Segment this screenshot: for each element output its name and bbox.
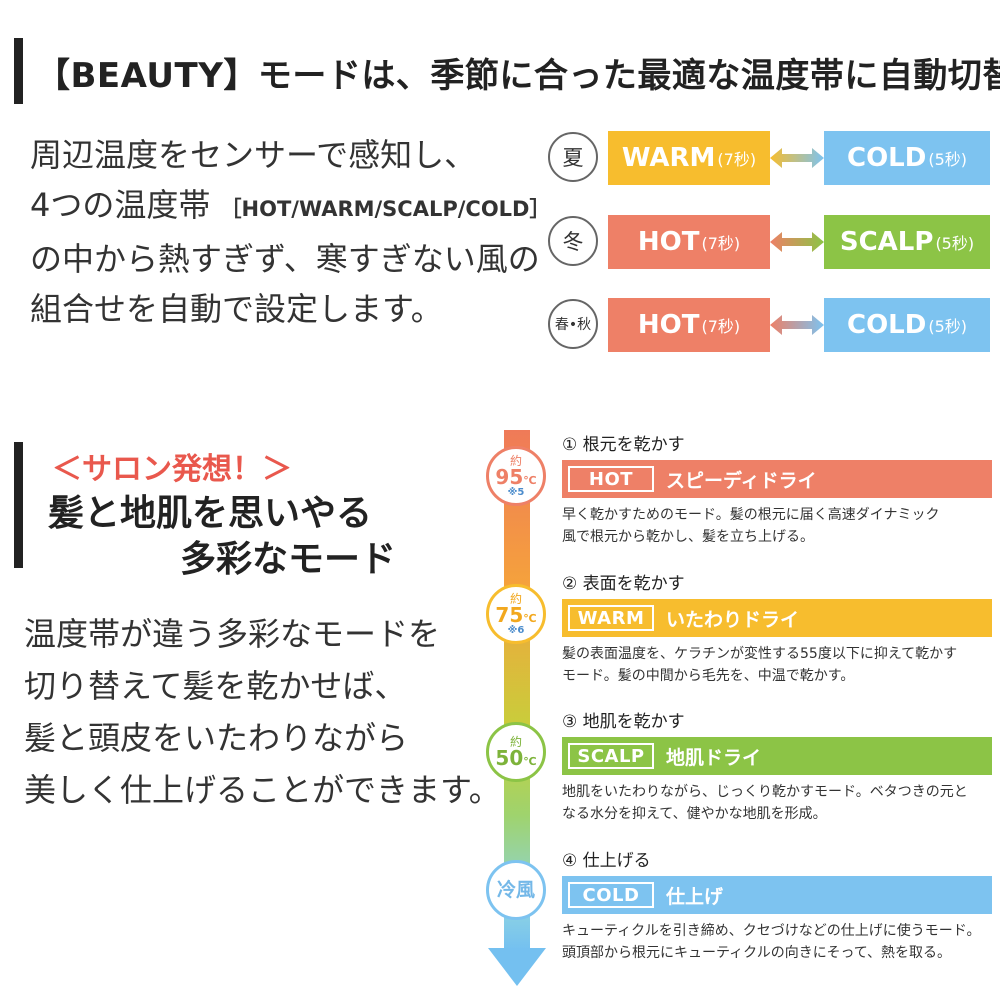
double-arrow-icon	[770, 148, 824, 168]
description-line: 早く乾かすためのモード。髪の根元に届く高速ダイナミック	[562, 507, 940, 523]
double-arrow-icon	[770, 315, 824, 335]
season-row-winter: 冬 HOT(7秒) SCALP(5秒)	[548, 215, 998, 269]
double-arrow-icon	[770, 232, 824, 252]
mode-description: キューティクルを引き締め、クセづけなどの仕上げに使うモード。 頭頂部から根元にキ…	[562, 920, 992, 964]
mode-duration: (7秒)	[701, 234, 741, 253]
approx-label: 約	[509, 453, 522, 468]
temperature-badge-95: 約 95℃ ※5	[486, 446, 546, 506]
mode-name: COLD	[846, 143, 927, 173]
mode-step: ① 根元を乾かす	[562, 435, 685, 455]
temperature-unit: ℃	[523, 473, 537, 487]
temperature-number: 75	[495, 602, 524, 627]
salon-tagline: ＜サロン発想！＞	[52, 452, 292, 487]
mode-cold: ④ 仕上げる COLD 仕上げ キューティクルを引き締め、クセづけなどの仕上げに…	[562, 846, 992, 964]
mode-description: 地肌をいたわりながら、じっくり乾かすモード。ベタつきの元と なる水分を抑えて、健…	[562, 781, 992, 825]
mode-tag: WARM	[568, 605, 654, 631]
mode-name: WARM	[621, 143, 716, 173]
description-line: キューティクルを引き締め、クセづけなどの仕上げに使うモード。	[562, 923, 981, 939]
footnote-mark: ※5	[507, 486, 525, 498]
temperature-value: 75℃	[495, 605, 536, 625]
season-mode-second: COLD(5秒)	[824, 298, 990, 352]
mode-band: COLD 仕上げ	[562, 876, 992, 914]
temperature-value: 95℃	[495, 467, 536, 487]
section-description: 温度帯が違う多彩なモードを 切り替えて髪を乾かせば、 髪と頭皮をいたわりながら …	[24, 608, 501, 816]
temperature-unit: ℃	[523, 755, 537, 768]
mode-warm: ② 表面を乾かす WARM いたわりドライ 髪の表面温度を、ケラチンが変性する5…	[562, 569, 992, 687]
mode-description: 早く乾かすためのモード。髪の根元に届く高速ダイナミック 風で根元から乾かし、髪を…	[562, 504, 992, 548]
mode-name: スピーディドライ	[666, 469, 817, 492]
mode-name: いたわりドライ	[666, 608, 800, 631]
season-mode-first: HOT(7秒)	[608, 298, 770, 352]
season-label: 春•秋	[548, 299, 598, 349]
intro-line: の中から熱すぎず、寒すぎない風の	[30, 240, 540, 278]
description-line: 髪の表面温度を、ケラチンが変性する55度以下に抑えて乾かす	[562, 646, 958, 662]
footnote-mark: ※6	[507, 624, 525, 636]
temperature-value: 50℃	[495, 748, 536, 768]
intro-line-main: 4つの温度帯	[30, 186, 211, 224]
mode-description: 髪の表面温度を、ケラチンが変性する55度以下に抑えて乾かす モード。髪の中間から…	[562, 643, 992, 687]
section-title-line2: 多彩なモード	[180, 539, 397, 580]
description-line: 美しく仕上げることができます。	[24, 771, 501, 809]
mode-band: HOT スピーディドライ	[562, 460, 992, 498]
season-row-summer: 夏 WARM(7秒) COLD(5秒)	[548, 131, 998, 185]
mode-tag: COLD	[568, 882, 654, 908]
temperature-number: 95	[495, 464, 524, 489]
mode-name: COLD	[846, 310, 927, 340]
mode-step: ③ 地肌を乾かす	[562, 712, 685, 732]
mode-scalp: ③ 地肌を乾かす SCALP 地肌ドライ 地肌をいたわりながら、じっくり乾かすモ…	[562, 707, 992, 825]
mode-duration: (5秒)	[928, 317, 967, 336]
temperature-bands-label: ［HOT/WARM/SCALP/COLD］	[220, 197, 551, 221]
description-line: 温度帯が違う多彩なモードを	[24, 615, 441, 653]
mode-band: SCALP 地肌ドライ	[562, 737, 992, 775]
mode-duration: (7秒)	[717, 150, 757, 169]
description-line: 風で根元から乾かし、髪を立ち上げる。	[562, 529, 814, 545]
season-mode-second: COLD(5秒)	[824, 131, 990, 185]
intro-line: 組合せを自動で設定します。	[30, 290, 443, 328]
intro-text: 周辺温度をセンサーで感知し、 4つの温度帯 ［HOT/WARM/SCALP/CO…	[30, 130, 551, 334]
mode-step: ④ 仕上げる	[562, 851, 651, 871]
season-mode-second: SCALP(5秒)	[824, 215, 990, 269]
season-label: 夏	[548, 132, 598, 182]
approx-label: 約	[509, 735, 522, 749]
intro-line: 4つの温度帯 ［HOT/WARM/SCALP/COLD］	[30, 180, 551, 234]
header-accent-bar	[14, 38, 23, 104]
section-title-line1: 髪と地肌を思いやる	[48, 493, 373, 534]
description-line: モード。髪の中間から毛先を、中温で乾かす。	[562, 668, 855, 684]
season-label: 冬	[548, 216, 598, 266]
section-accent-bar	[14, 442, 23, 568]
mode-name: HOT	[637, 227, 700, 257]
temperature-badge-50: 約 50℃	[486, 722, 546, 782]
mode-tag: HOT	[568, 466, 654, 492]
mode-band: WARM いたわりドライ	[562, 599, 992, 637]
down-arrow-icon	[488, 948, 546, 986]
mode-duration: (7秒)	[701, 317, 741, 336]
temperature-badge-cold: 冷風	[486, 860, 546, 920]
mode-duration: (5秒)	[928, 150, 967, 169]
intro-line: 周辺温度をセンサーで感知し、	[30, 136, 477, 174]
temperature-unit: ℃	[523, 611, 537, 625]
mode-name: HOT	[637, 310, 700, 340]
description-line: 切り替えて髪を乾かせば、	[24, 667, 407, 705]
mode-name: SCALP	[839, 227, 934, 257]
description-line: 地肌をいたわりながら、じっくり乾かすモード。ベタつきの元と	[562, 784, 968, 800]
season-mode-first: HOT(7秒)	[608, 215, 770, 269]
approx-label: 約	[509, 591, 522, 606]
description-line: 髪と頭皮をいたわりながら	[24, 719, 409, 757]
description-line: なる水分を抑えて、健やかな地肌を形成。	[562, 806, 827, 822]
mode-step: ② 表面を乾かす	[562, 574, 685, 594]
mode-name: 仕上げ	[666, 885, 724, 908]
mode-duration: (5秒)	[935, 234, 975, 253]
season-mode-first: WARM(7秒)	[608, 131, 770, 185]
temperature-badge-75: 約 75℃ ※6	[486, 584, 546, 644]
page-title: 【BEAUTY】モードは、季節に合った最適な温度帯に自動切替	[36, 56, 1000, 96]
description-line: 頭頂部から根元にキューティクルの向きにそって、熱を取る。	[562, 945, 952, 961]
mode-name: 地肌ドライ	[666, 746, 762, 769]
season-row-spring-autumn: 春•秋 HOT(7秒) COLD(5秒)	[548, 298, 998, 352]
mode-tag: SCALP	[568, 743, 654, 769]
temperature-number: 50	[495, 746, 524, 770]
mode-hot: ① 根元を乾かす HOT スピーディドライ 早く乾かすためのモード。髪の根元に届…	[562, 430, 992, 548]
